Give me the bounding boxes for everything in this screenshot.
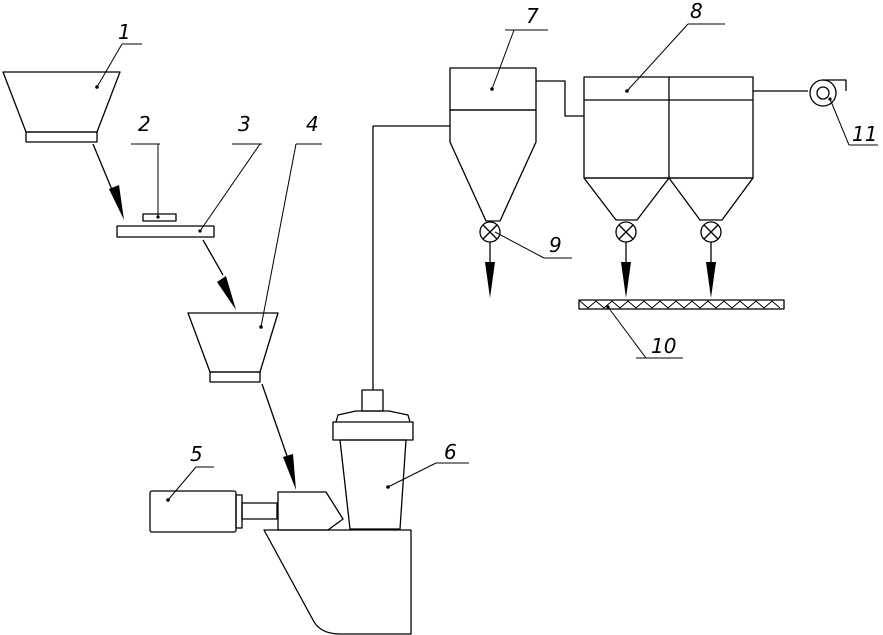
leader-2: 2	[131, 112, 160, 217]
leader-11: 11	[829, 98, 878, 146]
pipe-cyclone-to-filter	[536, 80, 584, 117]
leader-5: 5	[167, 442, 214, 501]
mill-base	[263, 529, 412, 635]
label-4: 4	[306, 112, 319, 136]
bag-filter	[583, 76, 754, 221]
intermediate-bin	[187, 312, 279, 383]
mill	[332, 389, 414, 530]
leader-6: 6	[387, 440, 469, 488]
cyclone	[449, 67, 537, 222]
label-1: 1	[118, 20, 131, 44]
discharge-arrow-filter-2	[706, 242, 716, 298]
feed-hopper	[2, 71, 121, 143]
label-10: 10	[651, 334, 676, 358]
flow-arrow-hopper-to-feeder	[92, 143, 124, 220]
rotary-valve-filter-2	[700, 221, 722, 243]
pipe-mill-to-cyclone	[372, 125, 450, 390]
label-7: 7	[526, 4, 539, 28]
discharge-arrow-cyclone	[485, 242, 495, 298]
label-5: 5	[190, 442, 203, 466]
rotary-valve-filter-1	[615, 221, 637, 243]
leader-7: 7	[491, 4, 548, 90]
label-3: 3	[238, 112, 251, 136]
label-6: 6	[444, 440, 457, 464]
leader-8: 8	[626, 0, 725, 92]
label-8: 8	[690, 0, 703, 23]
leader-3: 3	[199, 112, 262, 232]
weigher	[142, 213, 177, 222]
leader-1: 1	[96, 20, 142, 88]
label-9: 9	[549, 233, 562, 257]
label-2: 2	[138, 112, 151, 136]
mill-feeder	[277, 491, 344, 531]
flow-arrow-bin-to-mill	[261, 383, 296, 490]
discharge-arrow-filter-1	[621, 242, 631, 298]
electric-motor	[149, 490, 278, 533]
leader-9: 9	[494, 231, 572, 259]
label-11: 11	[852, 122, 877, 146]
leader-4: 4	[260, 112, 322, 328]
rotary-valve-cyclone	[479, 221, 501, 243]
leader-10: 10	[607, 306, 683, 359]
belt-feeder	[116, 225, 215, 238]
exhaust-fan	[753, 79, 847, 107]
flow-arrow-feeder-to-bin	[202, 239, 236, 310]
screw-conveyor	[578, 299, 785, 310]
